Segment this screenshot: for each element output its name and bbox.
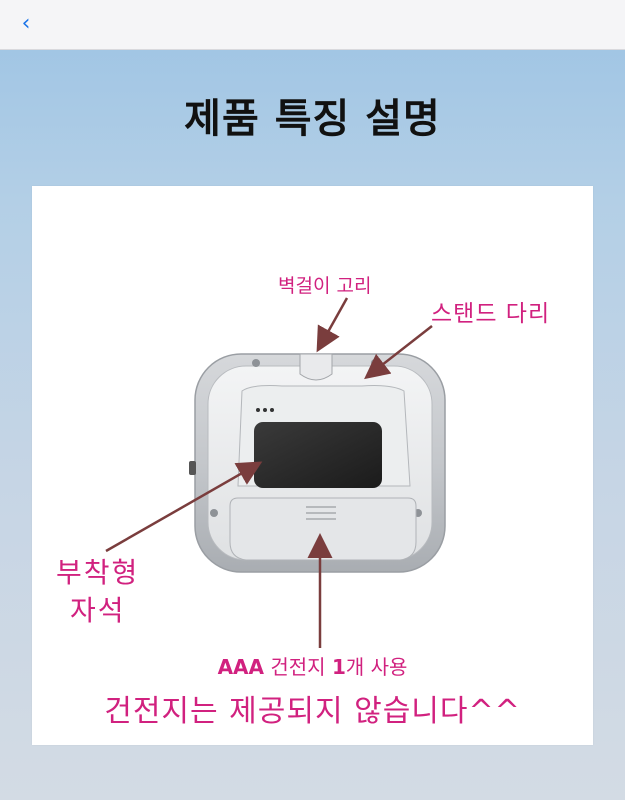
battery-text-2: 개 사용 bbox=[345, 655, 408, 679]
magnet-label: 부착형 자석 bbox=[56, 554, 139, 630]
battery-usage-label: AAA 건전지 1개 사용 bbox=[32, 651, 593, 680]
arrow-hook bbox=[316, 297, 349, 353]
top-navigation-bar: ‹ bbox=[0, 0, 625, 50]
battery-count: 1 bbox=[331, 655, 346, 679]
back-button[interactable]: ‹ bbox=[12, 11, 40, 39]
product-back-photo bbox=[105, 297, 446, 648]
battery-not-included-notice: 건전지는 제공되지 않습니다^^ bbox=[104, 694, 521, 729]
battery-text-1: 건전지 bbox=[264, 655, 332, 679]
stand-leg-label: 스탠드 다리 bbox=[431, 301, 551, 327]
page-title: 제품 특징 설명 bbox=[184, 96, 441, 142]
arrow-stand bbox=[364, 325, 433, 380]
arrow-magnet bbox=[105, 461, 263, 553]
battery-type: AAA bbox=[217, 655, 265, 679]
product-image-panel: 벽걸이 고리 스탠드 다리 부착형 자석 AAA 건전지 1개 사용 건전지는 … bbox=[32, 186, 593, 745]
magnet-label-line1: 부착형 bbox=[56, 556, 140, 589]
timer-body bbox=[189, 353, 446, 573]
hanging-hook-label: 벽걸이 고리 bbox=[278, 275, 372, 297]
magnet-label-line2: 자석 bbox=[70, 594, 126, 627]
chevron-left-icon: ‹ bbox=[21, 11, 31, 36]
